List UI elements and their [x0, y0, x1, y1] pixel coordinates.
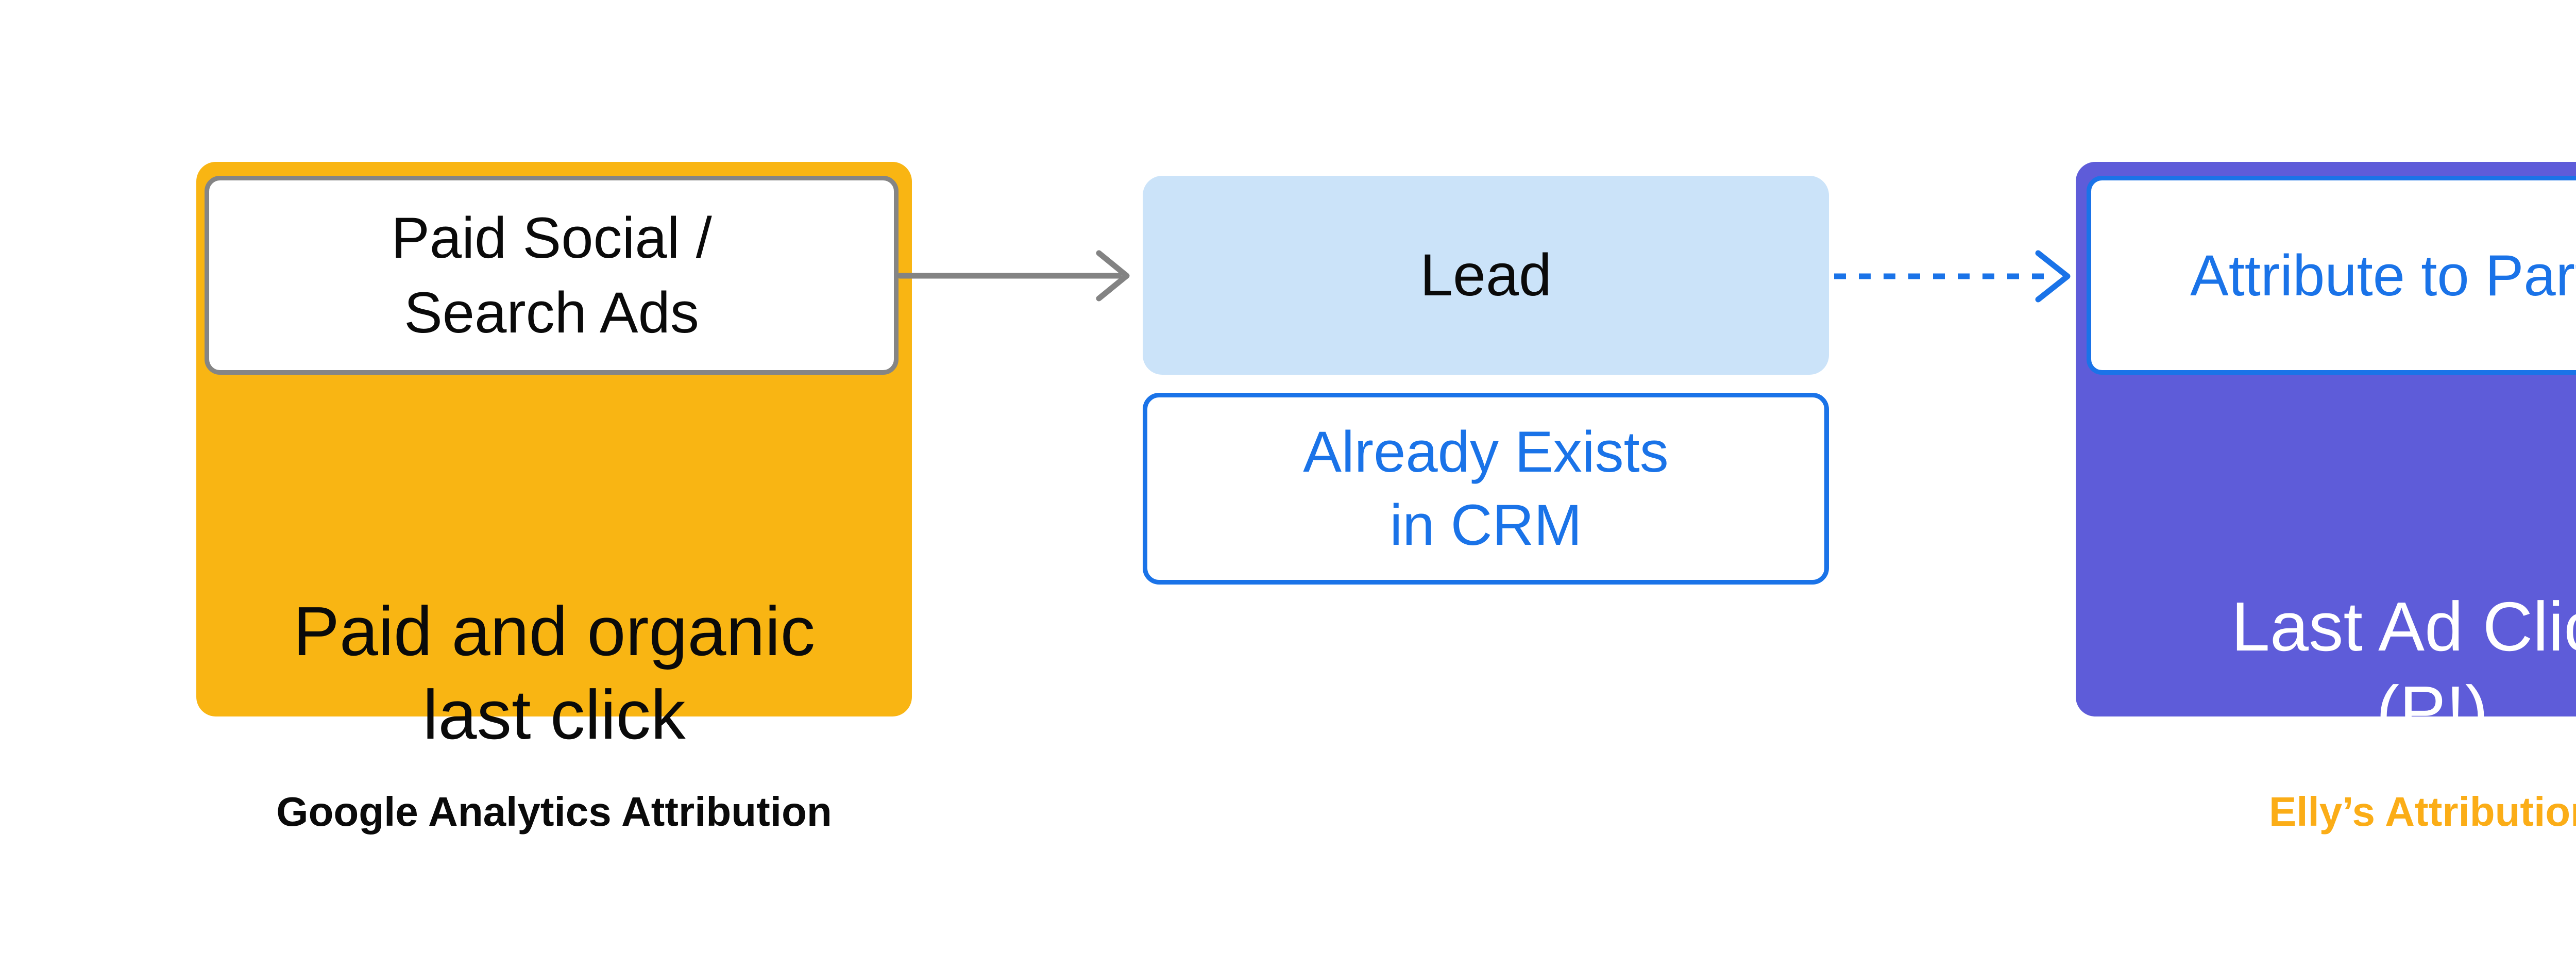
paid-search-header-box[interactable]: Paid Social / Search Ads [205, 176, 899, 375]
paid-search-header-line1: Paid Social / [391, 206, 712, 270]
last-ad-click-line1: Last Ad Click [2231, 588, 2576, 665]
last-ad-click-line2: (P!) [2376, 672, 2488, 749]
node-lead[interactable]: Lead [1143, 176, 1829, 375]
node-attribute-to-partner[interactable]: Attribute to Partner Last Ad Click (P!) … [2076, 162, 2576, 835]
ellys-attribution-label: Elly’s Attribution [2268, 789, 2576, 835]
crm-note-line2: in CRM [1389, 493, 1582, 557]
google-analytics-attribution-label: Google Analytics Attribution [276, 789, 832, 835]
paid-organic-last-click-label: Paid and organic last click [196, 590, 912, 757]
dashed-arrowhead-icon [2035, 250, 2071, 303]
last-ad-click-label: Last Ad Click (P!) [2076, 585, 2576, 753]
crm-note-line1: Already Exists [1303, 420, 1669, 484]
solid-arrowhead-icon [1096, 250, 1130, 302]
attribute-to-partner-label: Attribute to Partner [2190, 243, 2576, 308]
solid-arrow-source-to-lead[interactable] [897, 250, 1130, 302]
lead-label: Lead [1420, 242, 1552, 308]
node-paid-search-ads[interactable]: Paid Social / Search Ads Paid and organi… [196, 162, 912, 835]
node-already-exists-in-crm[interactable]: Already Exists in CRM [1143, 393, 1829, 585]
paid-organic-line2: last click [422, 676, 686, 754]
paid-organic-line1: Paid and organic [293, 592, 816, 670]
attribute-to-partner-header-box[interactable]: Attribute to Partner [2087, 176, 2576, 375]
dashed-arrow-lead-to-partner[interactable] [1834, 250, 2071, 303]
paid-search-header-line2: Search Ads [404, 280, 699, 345]
